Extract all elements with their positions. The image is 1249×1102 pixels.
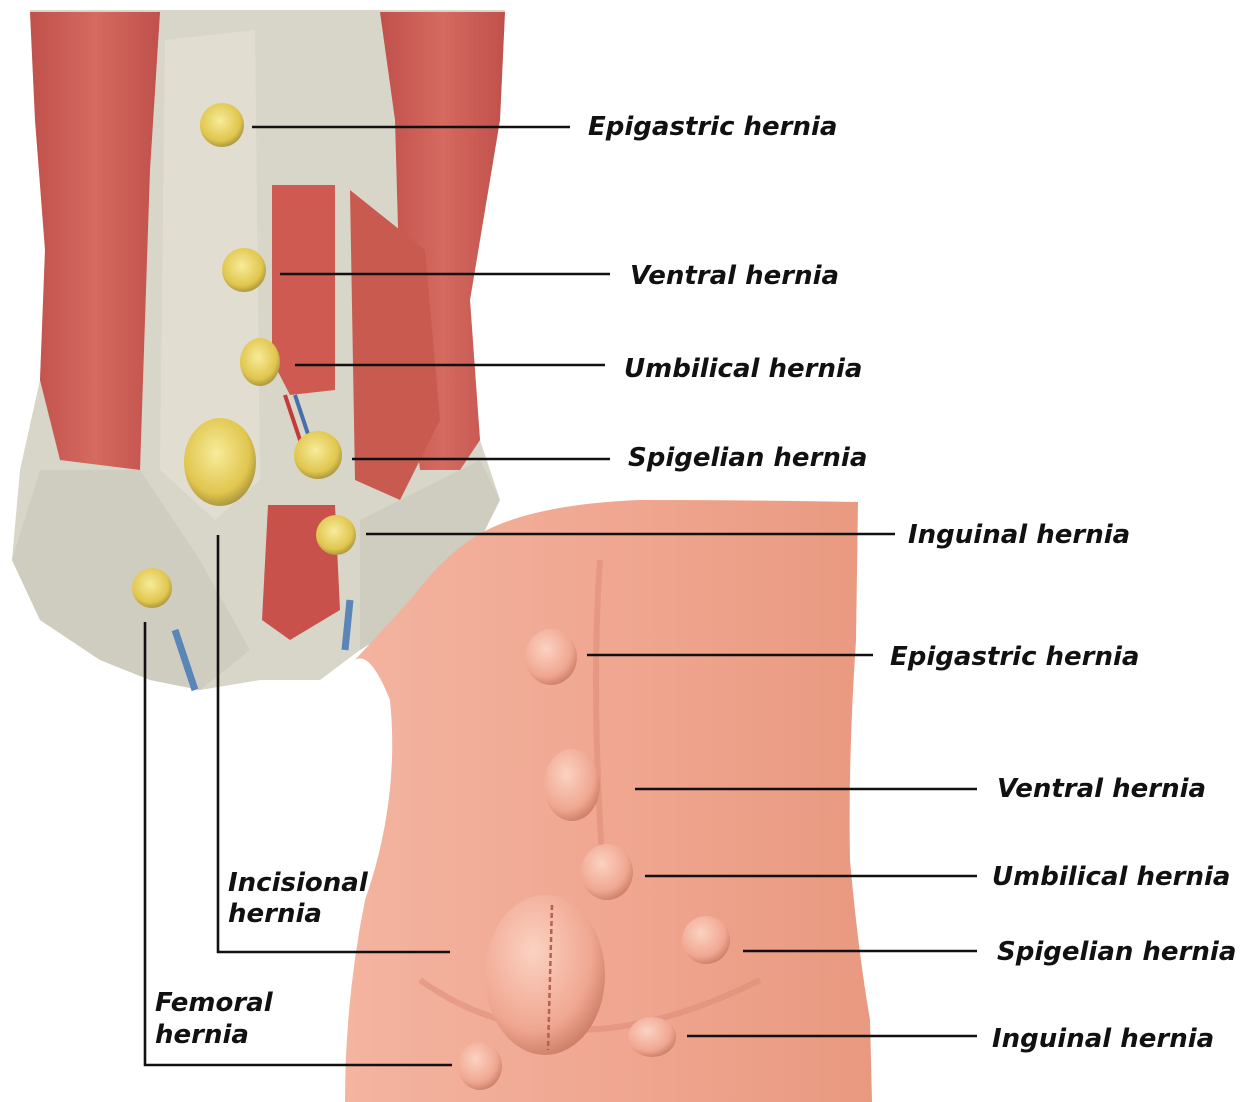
label-incisional-line1: Incisional [228,868,369,898]
skin-torso-outline [345,500,872,1102]
skin-inguinal-bulge [628,1017,676,1057]
skin-umbilical-bulge [581,844,633,900]
muscle-incisional-sac [184,418,256,506]
muscle-epigastric-sac [200,103,244,147]
right-rectus-muscle [272,185,335,395]
femoral-vessel-right [345,600,350,650]
muscle-umbilical-sac [240,338,280,386]
label-incisional-line2: hernia [228,899,322,929]
label-skin-spigelian: Spigelian hernia [997,937,1236,967]
skin-torso-illustration [345,500,872,1102]
muscle-spigelian-sac [294,431,342,479]
label-skin-epigastric: Epigastric hernia [890,642,1139,672]
label-muscle-umbilical: Umbilical hernia [624,354,862,384]
skin-epigastric-bulge [525,629,577,685]
label-skin-inguinal: Inguinal hernia [992,1024,1214,1054]
label-muscle-ventral: Ventral hernia [630,261,839,291]
label-skin-umbilical: Umbilical hernia [992,862,1230,892]
skin-spigelian-bulge [682,916,730,964]
skin-femoral-bulge [458,1042,502,1090]
muscle-inguinal-sac [316,515,356,555]
label-muscle-epigastric: Epigastric hernia [588,112,837,142]
label-skin-ventral: Ventral hernia [997,774,1206,804]
label-muscle-spigelian: Spigelian hernia [628,443,867,473]
left-oblique-muscle [30,12,160,470]
skin-ventral-bulge [544,749,600,821]
muscle-femoral-sac [132,568,172,608]
label-femoral-line2: hernia [155,1020,249,1050]
muscle-ventral-sac [222,248,266,292]
skin-incisional-bulge [485,895,605,1055]
label-muscle-inguinal: Inguinal hernia [908,520,1130,550]
label-femoral-line1: Femoral [155,988,274,1018]
